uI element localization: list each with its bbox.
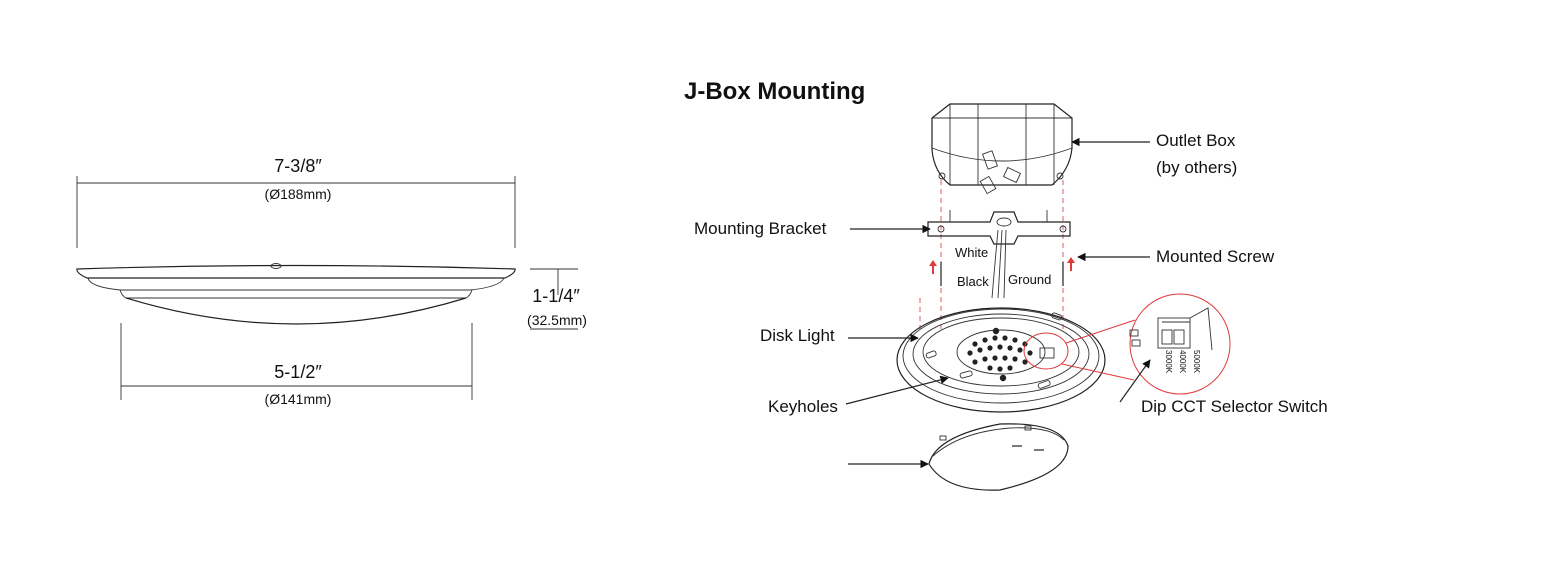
mounted-screws (929, 257, 1075, 286)
up-arrow-icon (1067, 257, 1075, 271)
outlet-box-sublabel: (by others) (1156, 158, 1237, 177)
wire-white-label: White (955, 245, 988, 260)
keyholes-label: Keyholes (768, 397, 838, 416)
mounted-screw-label: Mounted Screw (1156, 247, 1275, 266)
wire-black-label: Black (957, 274, 989, 289)
callout-labels: Outlet Box (by others) Mounting Bracket … (694, 131, 1328, 469)
mounting-bracket (927, 210, 1071, 245)
dip-switch-callout: 3000K 4000K 5000K (1061, 293, 1231, 395)
diffuser-lens (928, 423, 1069, 491)
width-inches: 7-3/8″ (274, 156, 322, 176)
profile-drawing: 7-3/8″ (Ø188mm) 1-1/4″ (32.5mm) 5-1/2″ (… (76, 156, 587, 407)
disk-light (896, 307, 1106, 413)
disk-light-label: Disk Light (760, 326, 835, 345)
alignment-guides (919, 180, 1064, 330)
base-mm: (Ø141mm) (265, 391, 332, 407)
mounting-title: J-Box Mounting (684, 78, 865, 105)
mounting-bracket-label: Mounting Bracket (694, 219, 827, 238)
dip-switch-label: Dip CCT Selector Switch (1141, 397, 1328, 416)
wires: White Black Ground (955, 229, 1051, 299)
base-inches: 5-1/2″ (274, 362, 322, 382)
outlet-box-label: Outlet Box (1156, 131, 1236, 150)
cct-option-4000k: 4000K (1178, 350, 1187, 374)
cct-option-3000k: 3000K (1164, 350, 1173, 374)
width-mm: (Ø188mm) (265, 186, 332, 202)
height-mm: (32.5mm) (527, 312, 587, 328)
up-arrow-icon (929, 260, 937, 274)
cct-option-5000k: 5000K (1192, 350, 1201, 374)
outlet-box (931, 103, 1073, 195)
wire-ground-label: Ground (1008, 272, 1051, 287)
height-inches: 1-1/4″ (532, 286, 580, 306)
